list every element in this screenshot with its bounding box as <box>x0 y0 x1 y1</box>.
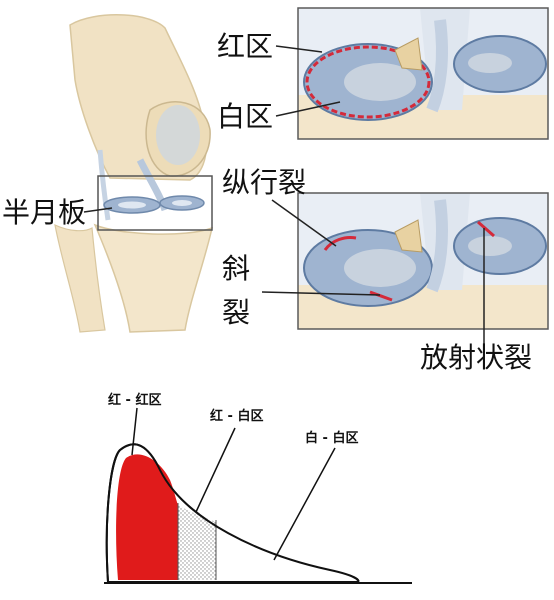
meniscus-hole <box>468 236 512 256</box>
cross-section-outline-overlay <box>105 443 360 583</box>
patella-shadow <box>156 105 200 165</box>
radial-tear-mark <box>477 220 495 238</box>
longitudinal-tear-mark <box>323 236 357 251</box>
longitudinal-tear-leader <box>271 199 337 247</box>
red-white-zone <box>178 505 216 580</box>
bone-fragment <box>394 219 423 253</box>
oblique-tear-leader <box>261 291 381 296</box>
red-red-zone <box>116 454 178 580</box>
red-white-label: 红 - 白区 <box>210 408 263 424</box>
bone-fragment <box>394 37 423 71</box>
meniscus-hole <box>344 249 416 287</box>
meniscus-hole <box>344 63 416 101</box>
oblique-tear-mark <box>369 290 393 302</box>
oblique-tear-label-1: 斜 <box>222 252 250 285</box>
ligament <box>426 199 448 293</box>
meniscus-hole <box>118 201 146 209</box>
tears-panel <box>298 193 548 329</box>
ligament <box>426 19 448 113</box>
longitudinal-tear-label: 纵行裂 <box>222 166 306 199</box>
red-red-leader <box>131 407 138 456</box>
ligament <box>97 149 111 221</box>
meniscus-cross-section <box>104 443 412 584</box>
red-red-label: 红 - 红区 <box>108 392 161 408</box>
zones-panel-border <box>297 7 549 140</box>
white-white-label: 白 - 白区 <box>305 430 358 446</box>
oblique-tear-label-2: 裂 <box>222 296 250 329</box>
zones-panel <box>298 8 548 139</box>
red-zone-leader <box>275 45 323 53</box>
tears-panel-border <box>297 192 549 330</box>
red-zone-label: 红区 <box>217 30 273 63</box>
meniscus-hole <box>172 200 192 206</box>
white-white-zone <box>216 522 353 580</box>
white-white-leader <box>273 447 336 561</box>
knee-illustration <box>54 14 214 333</box>
white-zone-leader <box>275 101 341 117</box>
highlight-box <box>97 175 213 231</box>
white-zone-label: 白区 <box>217 100 273 133</box>
red-zone-rim <box>305 45 431 119</box>
meniscus-label: 半月板 <box>2 196 86 229</box>
meniscus-leader <box>83 207 113 213</box>
radial-tear-label: 放射状裂 <box>420 341 532 374</box>
red-white-leader <box>195 427 236 513</box>
meniscus-hole <box>468 53 512 73</box>
tibia-bone <box>93 223 214 333</box>
fibula-bone <box>54 223 106 333</box>
